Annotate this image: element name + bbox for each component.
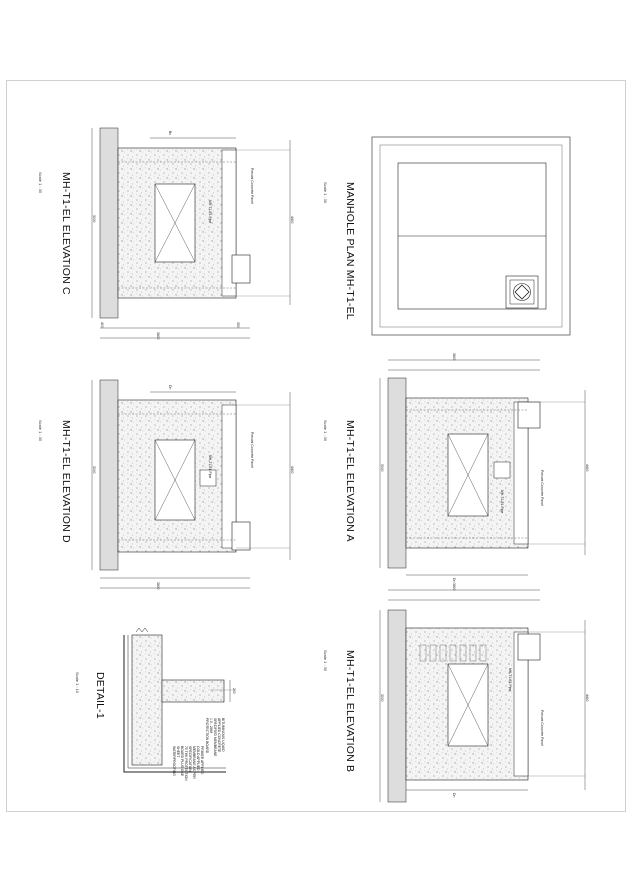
elev-c-dim-grid: Bn	[168, 131, 172, 136]
elev-c-pipe-note: MH-T1-EL Pipe	[208, 200, 212, 224]
elev-b-pipe-note: MH-T1-EL Pipe	[508, 668, 512, 692]
detail-1	[123, 627, 235, 773]
elev-c-panel-note: Precast Concrete Panel	[250, 168, 254, 204]
elev-c-dim-h: 3000	[92, 215, 96, 223]
plan-title: MANHOLE PLAN MH-T1-EL	[344, 182, 356, 320]
elev-d-precast-panel	[221, 404, 237, 549]
elev-d-dim-h: 3000	[92, 466, 96, 474]
elev-d-dim-grid: Dn	[168, 385, 172, 390]
elev-c-dim-side: 350	[236, 322, 240, 328]
sheet-border	[6, 80, 626, 812]
elev-c-pipe-box	[231, 254, 251, 284]
elev-b-dim-grid: Dn	[452, 793, 456, 798]
elevation-d	[91, 379, 291, 589]
elev-d-dim-h2: 4400	[290, 466, 294, 474]
elevation-b	[379, 589, 586, 803]
elev-b-dim-h: 3000	[380, 694, 384, 702]
elev-c-opening-cross	[154, 183, 196, 263]
plan-pipe	[513, 283, 531, 301]
elev-b-dim-h2: 4400	[585, 694, 589, 702]
elev-a-dim-h: 3000	[380, 464, 384, 472]
elev-c-dim-wall: 400	[100, 322, 104, 328]
elevation-c	[91, 127, 291, 339]
elev-a-dim-w: 3800	[452, 353, 456, 361]
elev-d-scale: Scale 1 : 30	[38, 420, 43, 442]
elev-c-slab	[99, 127, 119, 319]
elev-c-wall	[117, 147, 237, 299]
detail-scale: Scale 1 : 10	[75, 672, 80, 694]
elev-d-pipe-box	[231, 521, 251, 551]
detail-wall	[131, 634, 163, 766]
elev-d-pipe-note: MH-T1-EL Pipe	[208, 455, 212, 479]
detail-note-2: PRIMER APPLIED COLD APPLIED MEMBRANE AS …	[172, 746, 204, 781]
elev-b-panel-note: Precast Concrete Panel	[540, 710, 544, 746]
elev-d-title: MH-T1-EL ELEVATION D	[60, 420, 72, 543]
elev-c-scale: Scale 1 : 30	[38, 172, 43, 194]
plan-scale: Scale 1 : 30	[323, 182, 328, 204]
manhole-plan	[371, 136, 571, 336]
elev-a-dim-grid: Dn	[452, 578, 456, 583]
elevation-a	[379, 359, 586, 576]
detail-note-1: BITUMINOUS LIQUID APPLIED CONCRETE SPECI…	[205, 718, 225, 757]
elev-b-scale: Scale 1 : 30	[323, 650, 328, 672]
elev-c-dim-w: 3800	[156, 332, 160, 340]
elev-a-pipe-box	[517, 401, 541, 429]
elev-a-title: MH-T1-EL ELEVATION A	[344, 420, 356, 542]
elev-c-dim-h2: 4400	[290, 216, 294, 224]
elev-a-panel-note: Precast Concrete Panel	[540, 470, 544, 506]
elev-a-dim-h2: 4400	[585, 464, 589, 472]
elev-c-title: MH-T1-EL ELEVATION C	[60, 172, 72, 295]
detail-title: DETAIL-1	[94, 672, 106, 719]
elev-d-dim-w: 3800	[156, 582, 160, 590]
elev-b-title: MH-T1-EL ELEVATION B	[344, 650, 356, 773]
elev-b-precast-panel	[513, 631, 529, 777]
detail-slab	[161, 679, 225, 703]
elev-b-pipe-box	[517, 633, 541, 661]
elev-d-panel-note: Precast Concrete Panel	[250, 432, 254, 468]
elev-b-dim-w: 3800	[452, 583, 456, 591]
detail-dim-slab: 200	[232, 688, 236, 694]
elev-a-scale: Scale 1 : 30	[323, 420, 328, 442]
elev-a-pipe-note: MH-T1-EL Pipe	[500, 490, 504, 514]
